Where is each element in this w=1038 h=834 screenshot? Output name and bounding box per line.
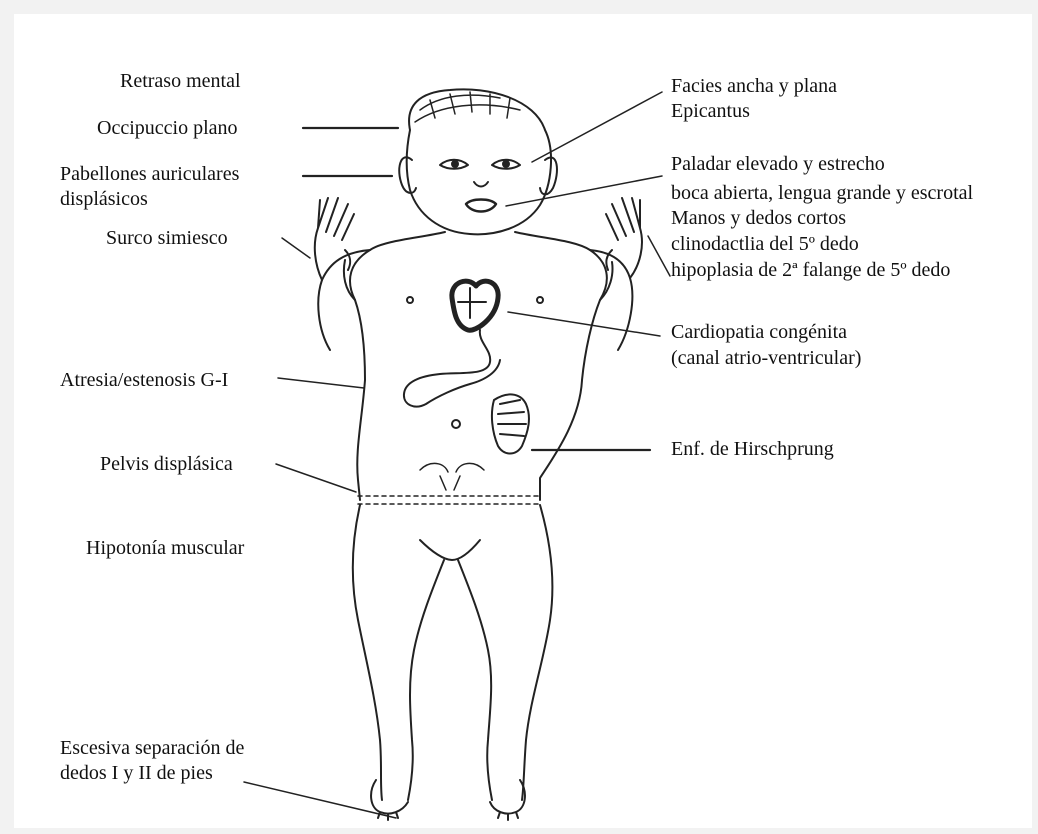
pelvis-band — [358, 496, 540, 504]
crotch — [420, 540, 480, 560]
label-escesiva-line1: Escesiva separación de — [60, 736, 244, 761]
leader-paladar — [506, 176, 662, 206]
label-atresia: Atresia/estenosis G-I — [60, 368, 228, 393]
nose — [474, 182, 488, 187]
right-arm — [590, 250, 632, 350]
label-surco-simiesco: Surco simiesco — [106, 226, 228, 251]
label-hipotonia: Hipotonía muscular — [86, 536, 244, 561]
colon — [492, 394, 529, 453]
label-escesiva-line2: dedos I y II de pies — [60, 761, 213, 786]
label-retraso-mental: Retraso mental — [120, 69, 241, 94]
leader-atresia — [278, 378, 364, 388]
label-hipoplasia: hipoplasia de 2ª falange de 5º dedo — [671, 258, 950, 283]
leader-surco — [282, 238, 310, 258]
label-clinodactilia: clinodactlia del 5º dedo — [671, 232, 859, 257]
heart — [452, 281, 498, 330]
leader-pelvis — [276, 464, 356, 492]
label-cardiopatia-line1: Cardiopatia congénita — [671, 320, 847, 345]
pelvis-bones — [420, 463, 484, 490]
label-occipuccio-plano: Occipuccio plano — [97, 116, 238, 141]
label-cardiopatia-line2: (canal atrio-ventricular) — [671, 346, 861, 371]
leader-facies — [532, 92, 662, 162]
label-boca: boca abierta, lengua grande y escrotal — [671, 181, 973, 206]
leader-cardio — [508, 312, 660, 336]
right-leg — [522, 505, 552, 800]
label-pabellones-line1: Pabellones auriculares — [60, 162, 239, 187]
right-leg-inner — [458, 560, 492, 800]
left-leg-inner — [408, 560, 444, 800]
leader-manos — [648, 236, 670, 276]
label-pabellones-line2: displásicos — [60, 187, 148, 212]
left-hand — [315, 198, 354, 280]
gi-tract — [404, 330, 500, 407]
navel — [452, 420, 460, 428]
label-epicantus: Epicantus — [671, 99, 750, 124]
label-facies: Facies ancha y plana — [671, 74, 837, 99]
label-paladar: Paladar elevado y estrecho — [671, 152, 885, 177]
label-manos: Manos y dedos cortos — [671, 206, 846, 231]
label-pelvis: Pelvis displásica — [100, 452, 233, 477]
right-ear — [540, 157, 557, 194]
mouth — [466, 200, 496, 212]
label-hirschprung: Enf. de Hirschprung — [671, 437, 834, 462]
right-foot — [490, 780, 525, 820]
left-leg — [353, 505, 382, 800]
torso-outline — [350, 232, 607, 500]
